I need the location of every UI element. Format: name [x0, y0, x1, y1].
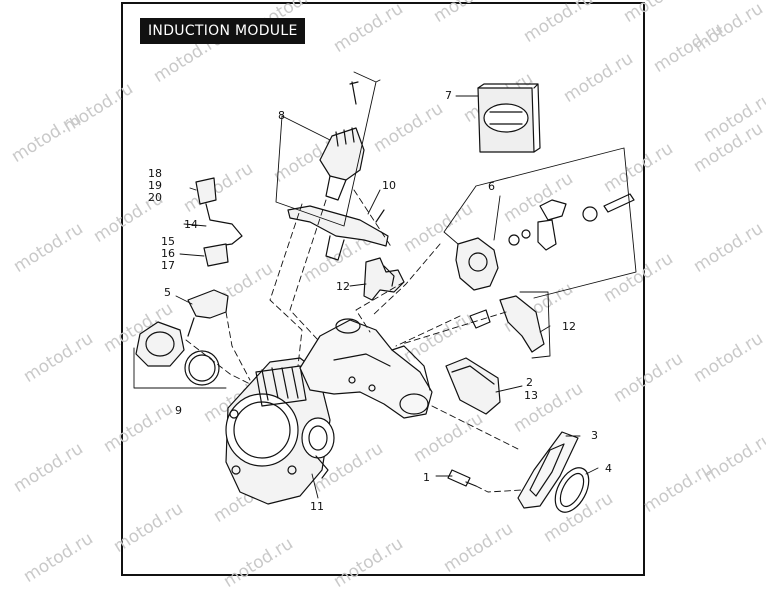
map-sensor-part	[445, 357, 501, 415]
callout-11: 11	[310, 500, 324, 513]
callout-labels: 1 2 3 4 5 6 7 8 9 10 11 12 12 13 14 15 1…	[148, 89, 612, 513]
throttle-body-part	[225, 357, 335, 505]
gasket-part	[517, 431, 590, 513]
leader-lines	[133, 71, 637, 499]
callout-7: 7	[445, 89, 452, 102]
callout-5: 5	[164, 286, 171, 299]
callout-18: 18	[148, 167, 162, 180]
callout-13: 13	[524, 389, 538, 402]
kit-box-part	[477, 83, 541, 153]
callout-12a: 12	[336, 280, 350, 293]
callout-10: 10	[382, 179, 396, 192]
callout-16: 16	[161, 247, 175, 260]
callout-20: 20	[148, 191, 162, 204]
callout-3: 3	[591, 429, 598, 442]
fuel-injector-right-part	[469, 295, 545, 353]
wiring-harness-part	[195, 177, 243, 267]
intake-manifold-part	[299, 318, 433, 419]
fuel-fitting-part	[455, 193, 635, 291]
exploded-parts-diagram: 1 2 3 4 5 6 7 8 9 10 11 12 12 13 14 15 1…	[133, 71, 637, 513]
callout-6: 6	[488, 180, 495, 193]
fuel-rail-bracket-part	[287, 205, 389, 261]
fuel-injector-part	[363, 257, 405, 301]
assembly-dashed-lines	[185, 189, 523, 493]
bolt-part	[447, 469, 477, 487]
callout-4: 4	[605, 462, 612, 475]
callout-19: 19	[148, 179, 162, 192]
callout-2: 2	[526, 376, 533, 389]
idle-air-control-part	[319, 81, 365, 201]
callout-9: 9	[175, 404, 182, 417]
callout-17: 17	[161, 259, 175, 272]
callout-14: 14	[184, 218, 198, 231]
diagram-title: INDUCTION MODULE	[140, 18, 305, 44]
throttle-position-sensor-part	[187, 289, 229, 337]
callout-1: 1	[423, 471, 430, 484]
callout-12b: 12	[562, 320, 576, 333]
callout-8: 8	[278, 109, 285, 122]
callout-15: 15	[161, 235, 175, 248]
adapter-part	[135, 321, 220, 386]
